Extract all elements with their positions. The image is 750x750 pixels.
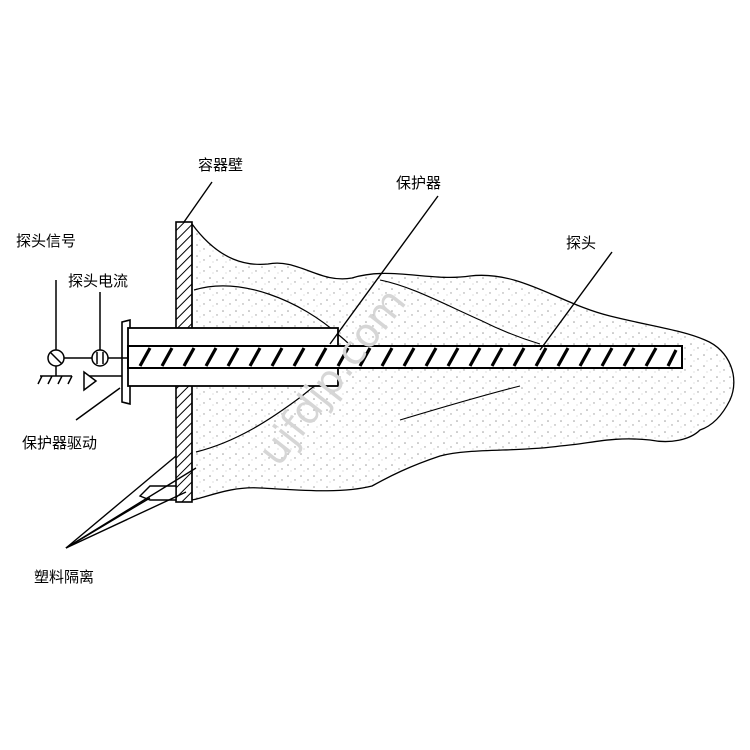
medium-contour-inner	[379, 279, 541, 345]
external-circuit	[37, 280, 128, 392]
plastic-isolation-block	[138, 485, 177, 501]
label-protector-drive: 保护器驱动	[22, 434, 97, 452]
label-probe-current: 探头电流	[68, 272, 128, 290]
label-protector: 保护器	[396, 174, 441, 192]
label-probe: 探头	[566, 234, 596, 252]
label-probe-signal: 探头信号	[16, 232, 76, 250]
medium-contour-right	[399, 385, 521, 421]
leader-lines	[65, 181, 613, 549]
label-plastic-isolation: 塑料隔离	[34, 568, 94, 586]
probe-rod-hatching	[138, 347, 678, 367]
label-container-wall: 容器壁	[198, 156, 243, 174]
